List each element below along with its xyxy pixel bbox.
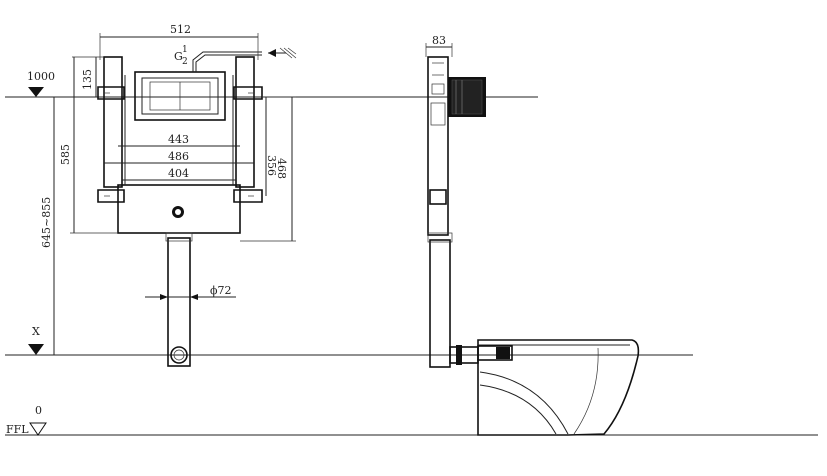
dim-512-label: 512 xyxy=(170,23,191,36)
floor-level-label: FFL xyxy=(6,423,29,436)
dim-phi72-arrow-right xyxy=(190,294,198,300)
wall-hung-toilet xyxy=(477,339,640,436)
front-view: G 1 2 512 135 585 645~855 xyxy=(40,23,297,367)
left-frame-rail xyxy=(103,56,123,188)
reference-lines xyxy=(5,96,818,436)
flush-plate-box-detail xyxy=(451,79,483,115)
side-drain-connector-ring xyxy=(456,345,462,365)
side-frame-clip-mid xyxy=(430,102,446,126)
floor-level-value: 0 xyxy=(35,404,42,417)
dim-486-label: 486 xyxy=(168,150,189,163)
dim-468-label: 468 xyxy=(275,158,288,179)
side-frame-clip-low xyxy=(429,189,447,205)
dim-83-label: 83 xyxy=(432,34,446,47)
side-frame-column xyxy=(427,56,449,236)
side-drain-collar xyxy=(427,232,453,243)
dim-135-label: 135 xyxy=(81,69,94,90)
side-view: 83 xyxy=(425,34,486,368)
lower-left-bracket xyxy=(97,189,125,203)
drain-pipe-outlet xyxy=(170,346,188,364)
drain-pipe-outlet-inner xyxy=(173,349,185,361)
level-1000-label: 1000 xyxy=(27,70,55,83)
inlet-pipe xyxy=(192,51,262,72)
toilet-bowl-outline xyxy=(477,339,640,436)
dim-phi72-label: ϕ72 xyxy=(210,284,232,297)
drain-pipe xyxy=(167,237,191,367)
toilet-bowl-trap-inner xyxy=(479,384,557,435)
cistern-inner-frame xyxy=(124,75,234,185)
inlet-fraction-num: 1 xyxy=(182,45,188,55)
drain-level-triangle xyxy=(28,344,44,355)
inlet-g-label: G xyxy=(174,50,183,63)
toilet-bowl-trap xyxy=(479,371,569,435)
drain-pipe-collar xyxy=(165,232,193,242)
top-left-bracket xyxy=(97,86,125,100)
level-marker-drain: X xyxy=(28,325,44,355)
flush-valve-inner xyxy=(141,77,219,115)
toilet-inlet-fitting-dark xyxy=(496,347,510,359)
dim-645-855-label: 645~855 xyxy=(40,197,53,248)
dim-phi72-arrow-left xyxy=(160,294,168,300)
top-right-bracket xyxy=(233,86,263,100)
dim-404-label: 404 xyxy=(168,167,189,180)
dim-356-label: 356 xyxy=(265,155,278,176)
dim-443-label: 443 xyxy=(168,133,189,146)
level-1000-triangle xyxy=(28,87,44,97)
dim-585-label: 585 xyxy=(59,144,72,165)
level-marker-1000: 1000 xyxy=(27,70,55,97)
drain-level-label: X xyxy=(32,325,40,338)
cistern-outlet-ring xyxy=(175,209,181,215)
toilet-bowl-inner-curve xyxy=(573,347,599,435)
toilet-inlet-fitting xyxy=(477,345,513,361)
side-frame-clip-top xyxy=(431,83,445,95)
lower-right-bracket xyxy=(233,189,263,203)
floor-level-triangle xyxy=(29,422,47,436)
level-marker-ffl: 0 FFL xyxy=(6,404,47,436)
water-inlet-arrow-icon xyxy=(268,47,297,59)
inlet-fraction-den: 2 xyxy=(182,57,188,67)
side-drain-pipe xyxy=(429,239,451,368)
right-frame-rail xyxy=(235,56,255,188)
flush-valve-housing xyxy=(134,71,226,121)
